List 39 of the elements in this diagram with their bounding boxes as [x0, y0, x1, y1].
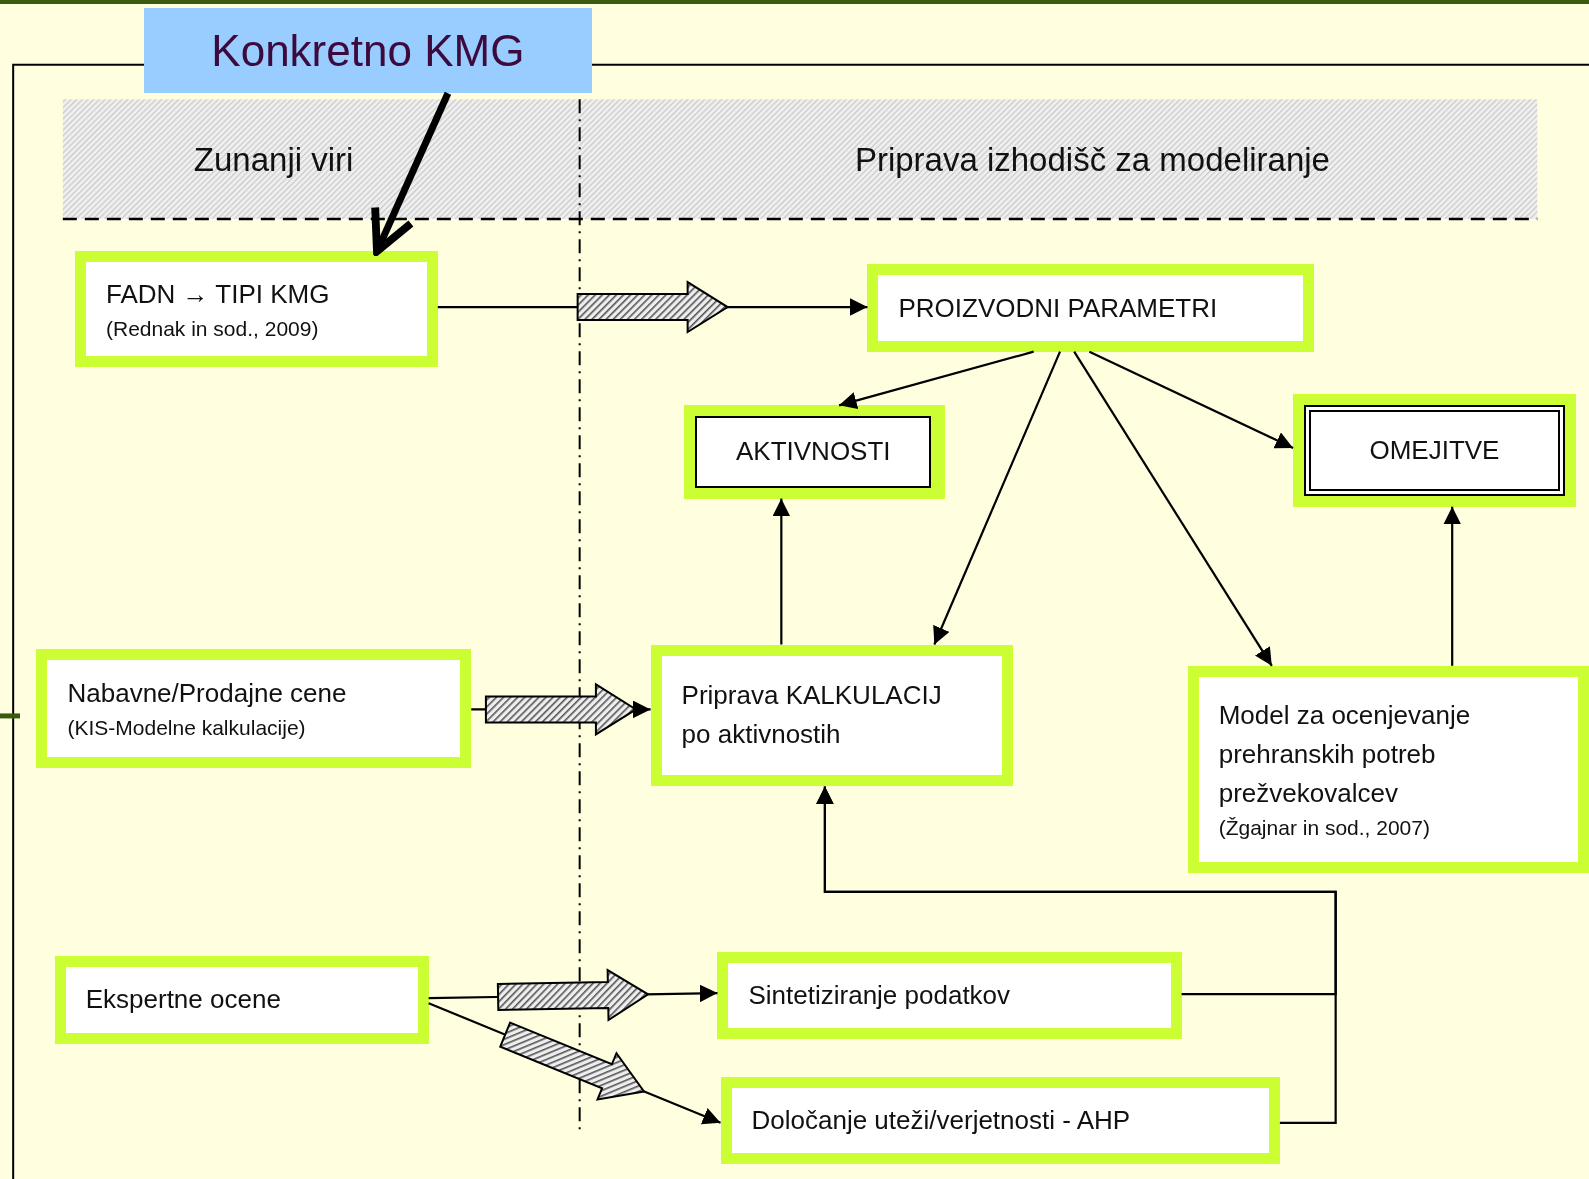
box-label: Ekspertne ocene: [85, 983, 282, 1017]
arrow: [772, 498, 791, 645]
block-arrow-connector: [471, 682, 651, 736]
process-box: [717, 951, 1182, 1039]
box-label: Sintetiziranje podatkov: [748, 978, 1012, 1012]
arrow: [1088, 350, 1294, 449]
arrow: [933, 351, 1062, 645]
heading-text: Priprava izhodišč za modeliranje: [854, 140, 1330, 181]
process-box: [684, 405, 946, 499]
process-box: [75, 251, 438, 367]
block-arrow-connector: [428, 1002, 721, 1125]
process-box: [54, 955, 429, 1044]
box-label: AKTIVNOSTI: [734, 435, 892, 469]
box-label: Model za ocenjevanje prehranskih potreb prežvekovalcev: [1218, 698, 1472, 810]
title-box: [143, 8, 592, 94]
citation-text: (Žgajnar in sod., 2007): [1218, 814, 1431, 841]
arrow: [1443, 506, 1461, 666]
citation-text: (KIS-Modelne kalkulacije): [67, 715, 307, 742]
arrow: [1073, 351, 1273, 667]
arrow: [816, 786, 1337, 1124]
process-box: [650, 644, 1014, 787]
box-label: Nabavne/Prodajne cene: [67, 677, 348, 711]
box-label: FADN → TIPI KMG: [106, 277, 331, 311]
box-label: OMEJITVE: [1368, 433, 1501, 467]
box-label: Določanje uteži/verjetnosti - AHP: [751, 1104, 1132, 1138]
citation-text: (Rednak in sod., 2009): [106, 315, 320, 342]
block-arrow-connector: [428, 968, 718, 1022]
box-label: Priprava KALKULACIJ po aktivnostih: [681, 679, 943, 752]
arrow: [838, 350, 1034, 410]
heading-text: Zunanji viri: [193, 140, 354, 181]
title-text: Konkretno KMG: [211, 24, 525, 77]
process-box: [1187, 665, 1589, 873]
process-box: [1293, 394, 1576, 507]
box-label: PROIZVODNI PARAMETRI: [898, 291, 1219, 325]
block-arrow-connector: [437, 280, 868, 334]
arrow: [371, 91, 452, 256]
process-box: [867, 264, 1315, 352]
process-box: [720, 1077, 1280, 1165]
process-box: [36, 648, 472, 769]
